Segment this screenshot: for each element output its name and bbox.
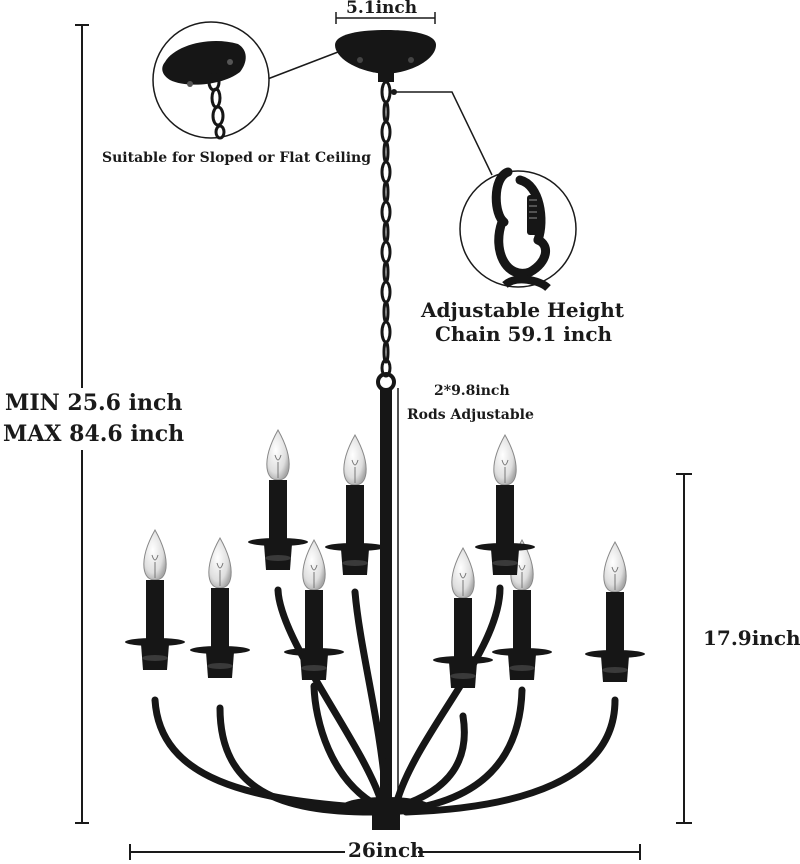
rods-count-label: 2*9.8inch: [434, 383, 510, 399]
height-dimension-line: [75, 24, 89, 824]
body-width-dimension-line: [129, 844, 641, 860]
chain-length-label: Chain 59.1 inch: [435, 322, 613, 346]
body-width-label: 26inch: [348, 838, 425, 862]
ceiling-canopy: [335, 30, 436, 82]
chain-title-label: Adjustable Height: [421, 298, 624, 322]
canopy-width-label: 5.1inch: [346, 0, 418, 18]
height-max-label: MAX 84.6 inch: [3, 421, 185, 447]
ceiling-note-label: Suitable for Sloped or Flat Ceiling: [102, 150, 372, 166]
chandelier-arms: [151, 584, 619, 816]
ceiling-mount-detail-inset: [152, 21, 339, 140]
rods-note-label: Rods Adjustable: [407, 407, 534, 423]
height-min-label: MIN 25.6 inch: [5, 390, 183, 416]
body-height-label: 17.9inch: [703, 626, 800, 650]
hanging-chain: [376, 80, 396, 392]
body-height-dimension-line: [676, 473, 692, 824]
chain-clip-detail-inset: [391, 89, 577, 292]
chandelier-base: [342, 797, 430, 830]
canopy-width-dimension-line: [335, 12, 436, 24]
center-rod: [380, 390, 392, 810]
